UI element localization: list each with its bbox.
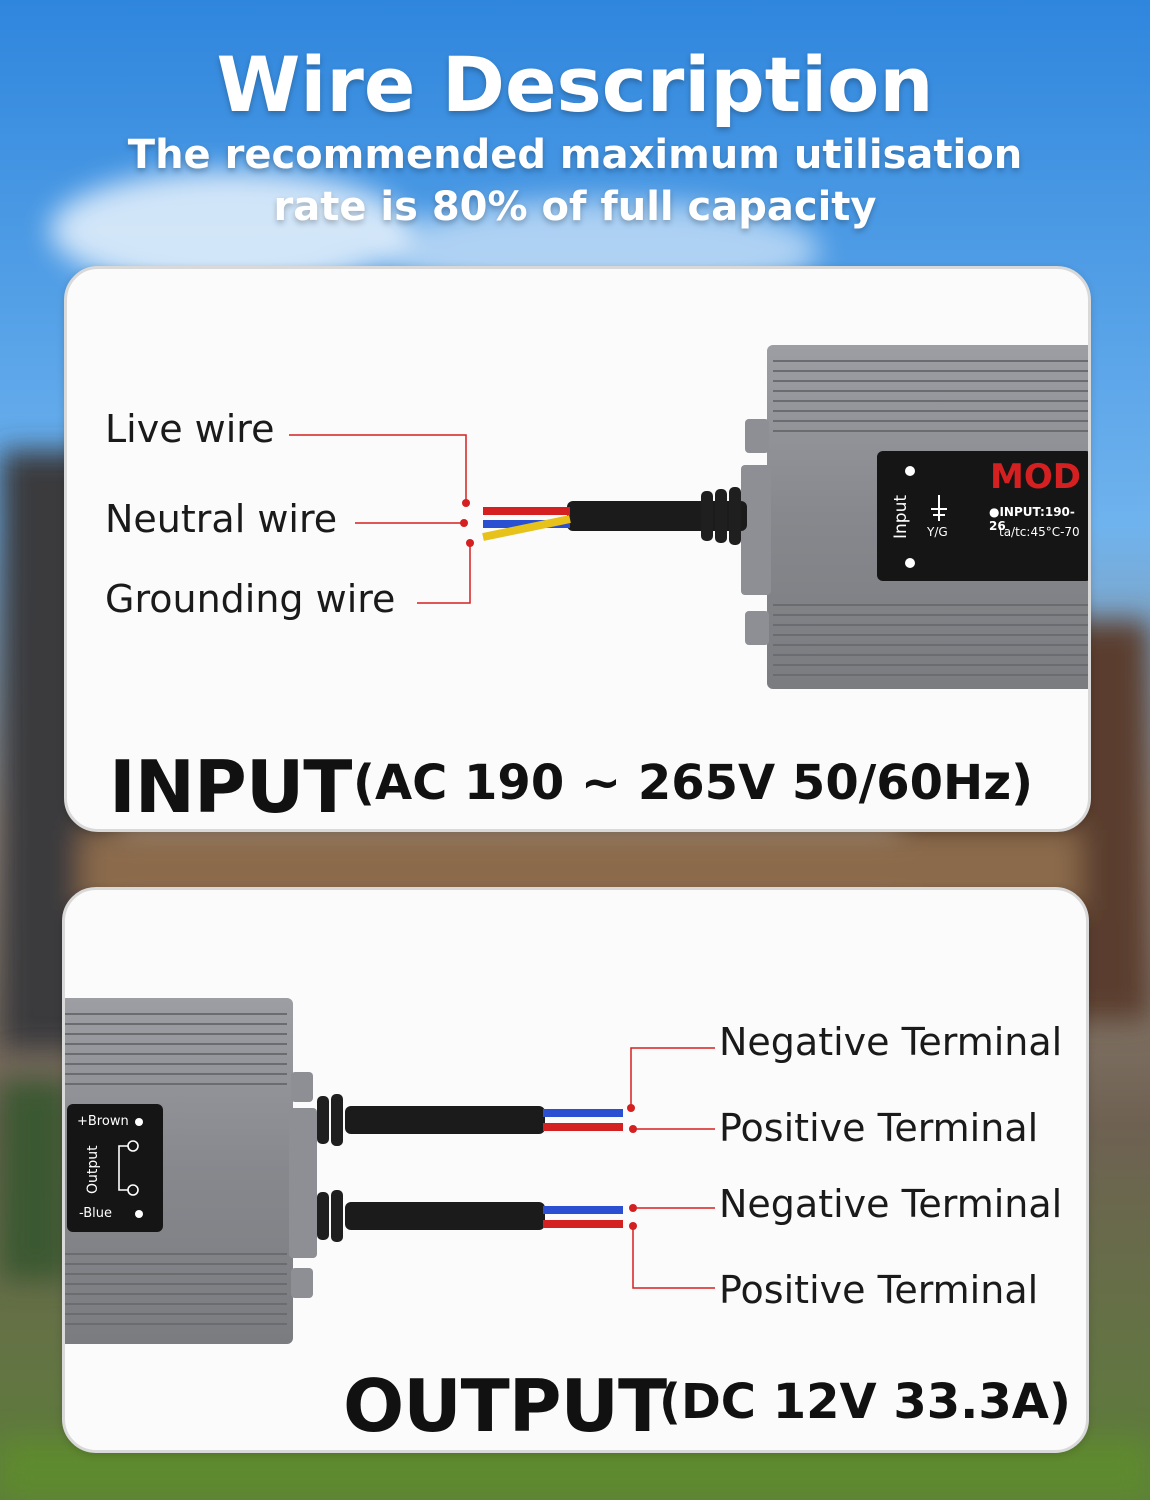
input-device-illustration: [289, 345, 1088, 689]
subtitle-line-2: rate is 80% of full capacity: [273, 184, 877, 230]
page-title: Wire Description: [216, 40, 934, 129]
positive-terminal-label-1: Positive Terminal: [719, 1106, 1039, 1150]
negative-terminal-label-1: Negative Terminal: [719, 1020, 1063, 1064]
grounding-wire: [482, 515, 571, 541]
temperature-text: ta/tc:45°C-70: [999, 525, 1080, 539]
output-device-illustration: [65, 998, 715, 1344]
live-wire-label: Live wire: [105, 407, 275, 451]
positive-terminal-label-2: Positive Terminal: [719, 1268, 1039, 1312]
output-leader-lines: [630, 1047, 715, 1289]
subtitle-line-1: The recommended maximum utilisation: [127, 132, 1023, 178]
negative-terminal-label-2: Negative Terminal: [719, 1182, 1063, 1226]
input-leader-lines: [289, 434, 471, 604]
output-cable-2: [345, 1202, 545, 1230]
brown-text: +Brown: [77, 1114, 129, 1129]
neutral-wire-label: Neutral wire: [105, 497, 338, 541]
output-spec: (DC 12V 33.3A): [659, 1374, 1071, 1430]
input-spec: (AC 190 ~ 265V 50/60Hz): [353, 755, 1034, 811]
input-rating-text: ●INPUT:190-26: [989, 505, 1075, 533]
output-label-plate: [67, 1104, 163, 1232]
ground-symbol-text: Y/G: [927, 525, 948, 539]
output-panel: Negative Terminal Positive Terminal Nega…: [62, 887, 1089, 1453]
input-label-plate: [877, 451, 1088, 581]
input-panel: Live wire Neutral wire Grounding wire In…: [64, 266, 1091, 832]
output-cable-1: [345, 1106, 545, 1134]
blue-text: -Blue: [79, 1206, 112, 1221]
output-side-text: Output: [85, 1145, 101, 1194]
grounding-wire-label: Grounding wire: [105, 577, 396, 621]
output-heading: OUTPUT: [343, 1364, 667, 1448]
input-heading: INPUT: [109, 745, 352, 829]
input-side-text: Input: [891, 494, 911, 539]
brand-text: MOD: [990, 457, 1081, 497]
